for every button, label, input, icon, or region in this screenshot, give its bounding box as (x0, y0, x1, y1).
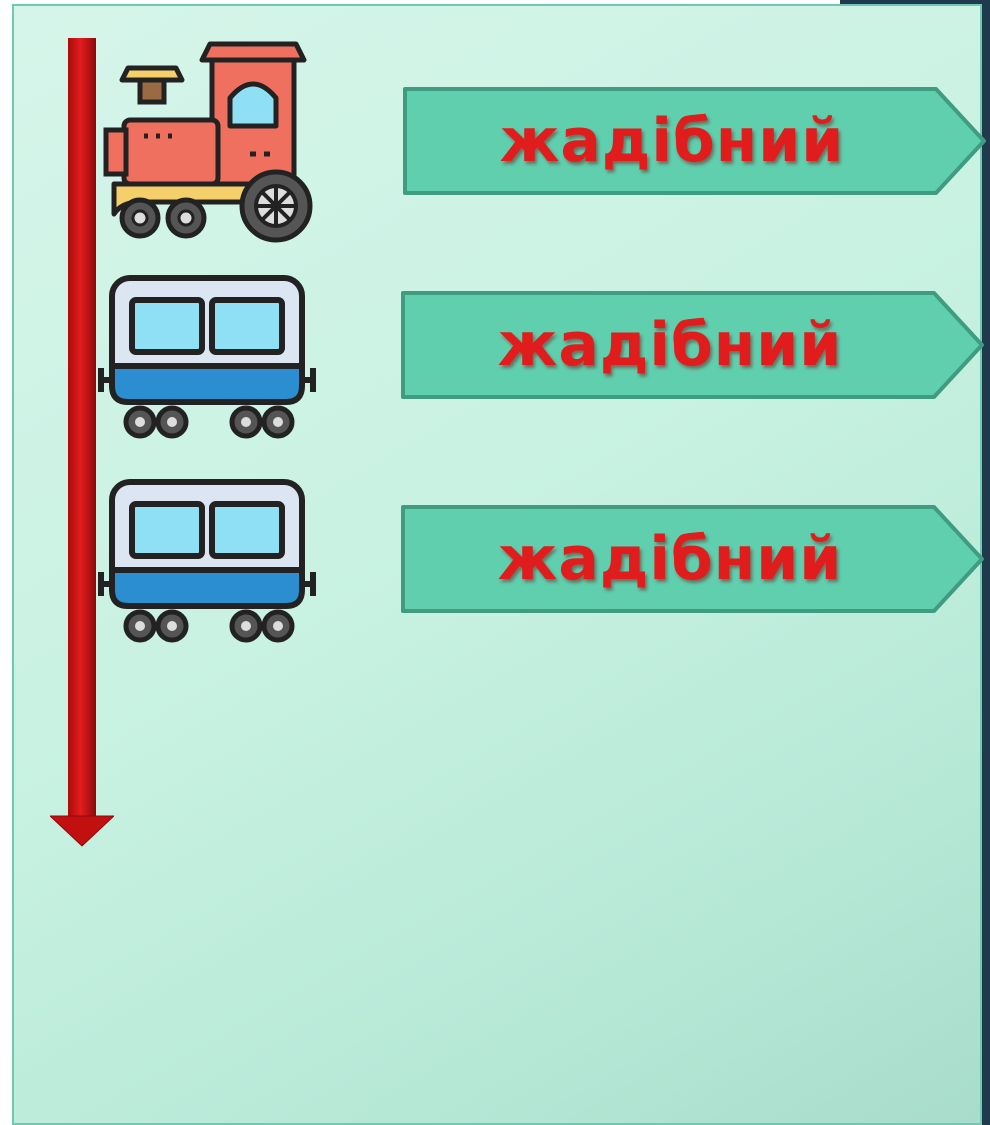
train-carriage-icon (98, 479, 316, 643)
word-arrow-2[interactable]: жадібний (400, 290, 990, 400)
slide: жадібний жадібний жадібний (12, 4, 986, 1125)
train-carriage-icon (98, 275, 316, 439)
down-arrow-icon (50, 38, 114, 847)
window-edge-top (840, 0, 990, 6)
word-arrow-1[interactable]: жадібний (402, 86, 990, 196)
pentagon-arrow-shape (401, 291, 984, 399)
word-label: жадібний (497, 524, 843, 594)
steam-locomotive-icon (103, 41, 313, 243)
word-arrow-3[interactable]: жадібний (400, 504, 990, 614)
pentagon-arrow-shape (403, 87, 986, 195)
window-edge (980, 0, 990, 1125)
pentagon-arrow-shape (401, 505, 984, 613)
word-label: жадібний (497, 310, 843, 380)
word-label: жадібний (499, 106, 845, 176)
